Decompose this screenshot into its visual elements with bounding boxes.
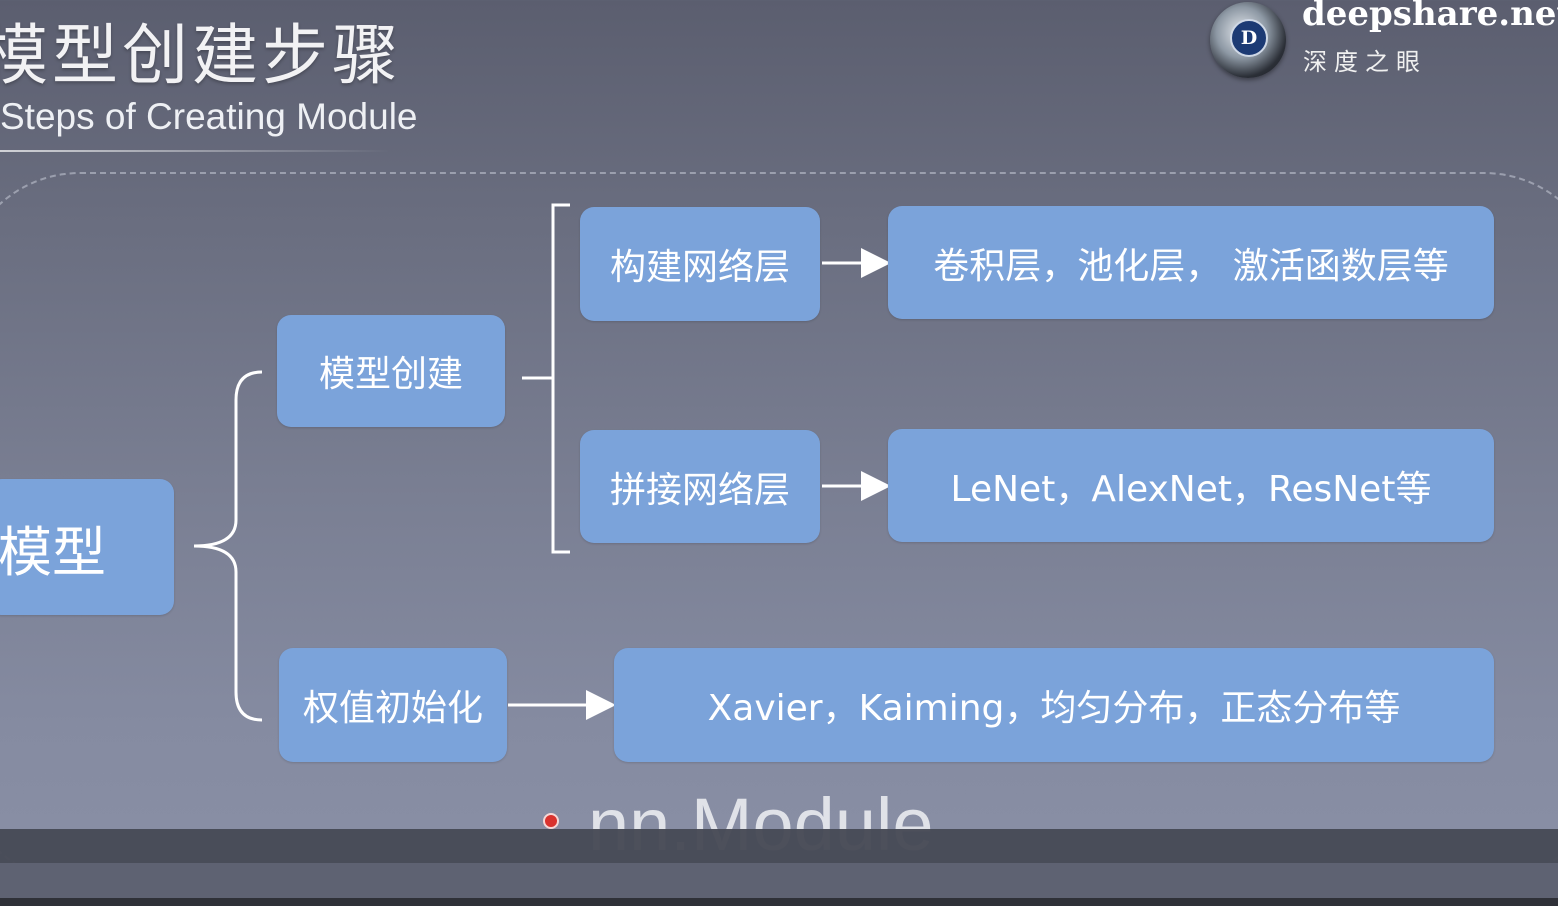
- logo-letter: D: [1230, 19, 1268, 57]
- bottom-edge: [0, 898, 1558, 906]
- logo-subtitle: 深度之眼: [1303, 48, 1427, 76]
- box-build-layers: 构建网络层: [580, 207, 820, 321]
- box-weight-init-detail: Xavier，Kaiming，均匀分布，正态分布等: [614, 648, 1494, 762]
- box-model-create: 模型创建: [277, 315, 505, 427]
- box-weight-init: 权值初始化: [279, 648, 507, 762]
- root-brace: [193, 370, 263, 722]
- page-title-cn: 模型创建步骤: [0, 17, 402, 94]
- bullet-dot: [543, 813, 559, 829]
- box-build-layers-detail: 卷积层，池化层， 激活函数层等: [888, 206, 1494, 319]
- deepshare-logo-icon: D: [1210, 2, 1286, 78]
- box-model-root: 模型: [0, 479, 174, 615]
- box-concat-layers-detail: LeNet，AlexNet，ResNet等: [888, 429, 1494, 542]
- create-bracket: [522, 203, 570, 554]
- video-overlay-bar: [0, 829, 1558, 863]
- page-subtitle-en: Steps of Creating Module: [0, 96, 418, 137]
- logo-name: deepshare.net: [1302, 0, 1558, 34]
- box-concat-layers: 拼接网络层: [580, 430, 820, 543]
- title-underline: [0, 150, 390, 152]
